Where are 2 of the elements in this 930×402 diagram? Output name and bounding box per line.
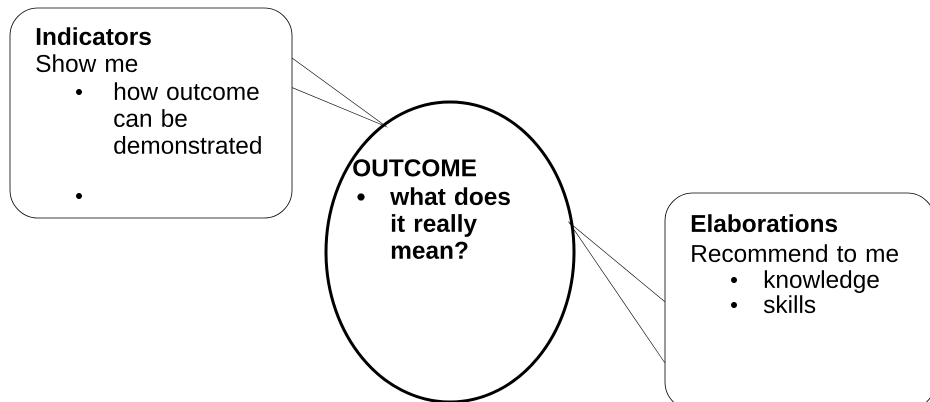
callout-box: Indicators Show me how outcome can be demonstrated <box>10 8 292 218</box>
callout-box: Elaborations Recommend to me knowledge skills <box>664 192 930 402</box>
